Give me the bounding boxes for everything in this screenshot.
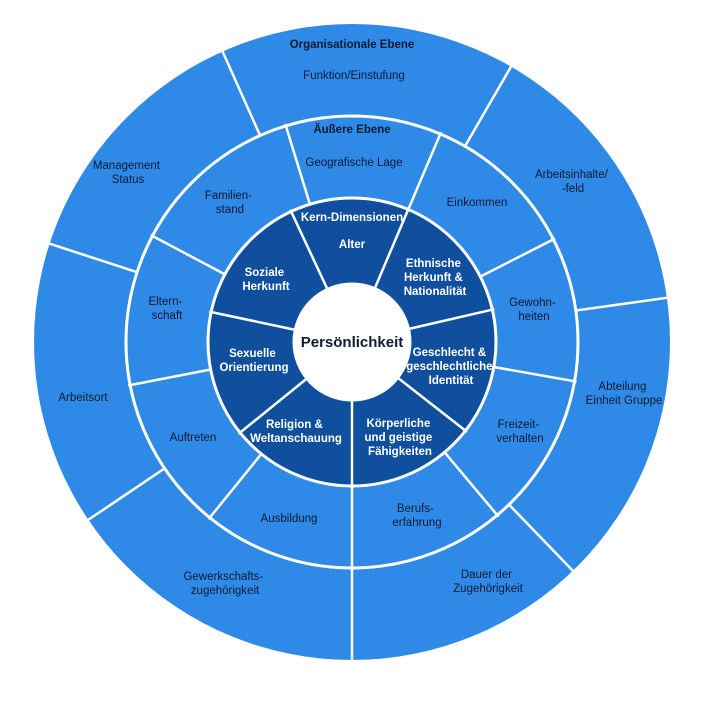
inner-segment-label: Soziale Herkunft <box>242 267 289 293</box>
inner-ring-segment-koerperliche-faehigkeiten: Körperliche und geistige Fähigkeiten <box>365 418 436 458</box>
center-circle <box>292 282 412 402</box>
middle-ring-segment-elternschaft: Eltern- schaft <box>148 296 185 322</box>
divider-line <box>289 209 329 290</box>
divider-line <box>396 376 468 433</box>
middle-segment-label: Gewohn- heiten <box>509 297 559 323</box>
outer-ring-segment-management: Management Status <box>93 160 163 186</box>
inner-segment-label: Alter <box>339 239 366 251</box>
divider-line <box>237 377 308 435</box>
divider-line <box>493 365 577 383</box>
middle-ring-segment-freizeitverhalten: Freizeit- verhalten <box>496 419 543 445</box>
divider-line <box>479 237 556 278</box>
divider-line <box>373 207 411 290</box>
middle-ring-segment-geografische-lage: Geografische Lage <box>305 157 402 169</box>
outer-ring-segment-dauer: Dauer der Zugehörigkeit <box>453 569 523 595</box>
middle-segment-label: Ausbildung <box>261 513 318 525</box>
inner-ring-title: Kern-Dimensionen <box>301 212 403 224</box>
inner-segment-label: Religion & Weltanschauung <box>250 419 342 445</box>
inner-ring-dividers <box>208 207 495 488</box>
divider-line <box>443 451 500 518</box>
divider-line <box>150 233 226 276</box>
divider-line <box>86 467 166 522</box>
divider-line <box>220 49 262 137</box>
inner-ring-segment-soziale-herkunft: Soziale Herkunft <box>242 267 289 293</box>
middle-ring-segment-familienstand: Familien- stand <box>205 190 256 216</box>
outer-segment-label: Funktion/Einstufung <box>303 70 405 82</box>
middle-ring-segment-ausbildung: Ausbildung <box>261 513 318 525</box>
middle-segment-label: Geografische Lage <box>305 157 402 169</box>
divider-line <box>207 453 263 520</box>
divider-line <box>575 296 670 312</box>
inner-ring-segment-alter: Alter <box>339 239 366 251</box>
divider-line <box>47 241 138 274</box>
divider-line <box>127 368 211 387</box>
middle-segment-label: Eltern- schaft <box>148 296 185 322</box>
middle-ring-segment-auftreten: Auftreten <box>170 432 217 444</box>
inner-ring-segment-sexuelle-orientierung: Sexuelle Orientierung <box>219 348 288 374</box>
divider-line <box>508 503 576 574</box>
divider-line <box>284 123 312 205</box>
outer-segment-label: Dauer der Zugehörigkeit <box>453 569 523 595</box>
inner-ring-segment-geschlecht: Geschlecht & geschlechtliche Identität <box>406 347 496 387</box>
divider-line <box>208 310 296 332</box>
middle-segment-label: Familien- stand <box>205 190 256 216</box>
outer-ring-segment-gewerkschaft: Gewerkschafts- zugehörigkeit <box>183 571 266 597</box>
middle-ring-segment-berufserfahrung: Berufs- erfahrung <box>392 503 441 529</box>
middle-segment-label: Freizeit- verhalten <box>496 419 543 445</box>
inner-segment-label: Körperliche und geistige Fähigkeiten <box>365 418 436 458</box>
inner-ring-segment-religion: Religion & Weltanschauung <box>250 419 342 445</box>
outer-segment-label: Arbeitsinhalte/ -feld <box>535 169 611 195</box>
outer-segment-label: Arbeitsort <box>58 392 108 404</box>
divider-line <box>407 131 443 210</box>
outer-ring-segment-arbeitsinhalte: Arbeitsinhalte/ -feld <box>535 169 611 195</box>
middle-segment-label: Auftreten <box>170 432 217 444</box>
inner-segment-label: Sexuelle Orientierung <box>219 348 288 374</box>
outer-segment-label: Abteilung Einheit Gruppe <box>586 381 663 407</box>
middle-ring-segment-einkommen: Einkommen <box>447 197 508 209</box>
outer-ring-title: Organisationale Ebene <box>290 39 415 51</box>
middle-ring-title: Äußere Ebene <box>313 123 390 136</box>
inner-segment-label: Geschlecht & geschlechtliche Identität <box>406 347 496 387</box>
center-label: Persönlichkeit <box>301 334 404 351</box>
outer-ring-dividers <box>47 49 670 662</box>
divider-line <box>463 64 514 147</box>
outer-ring-segment-funktion: Funktion/Einstufung <box>303 70 405 82</box>
middle-segment-label: Berufs- erfahrung <box>392 503 441 529</box>
middle-segment-label: Einkommen <box>447 197 508 209</box>
inner-segment-label: Ethnische Herkunft & Nationalität <box>404 258 467 298</box>
middle-ring-segment-gewohnheiten: Gewohn- heiten <box>509 297 559 323</box>
divider-line <box>408 307 495 331</box>
outer-segment-label: Gewerkschafts- zugehörigkeit <box>183 571 266 597</box>
outer-ring-segment-abteilung: Abteilung Einheit Gruppe <box>586 381 663 407</box>
inner-ring-segment-ethnische-herkunft: Ethnische Herkunft & Nationalität <box>404 258 467 298</box>
outer-ring-segment-arbeitsort: Arbeitsort <box>58 392 108 404</box>
middle-ring-dividers <box>127 123 577 570</box>
outer-segment-label: Management Status <box>93 160 163 186</box>
